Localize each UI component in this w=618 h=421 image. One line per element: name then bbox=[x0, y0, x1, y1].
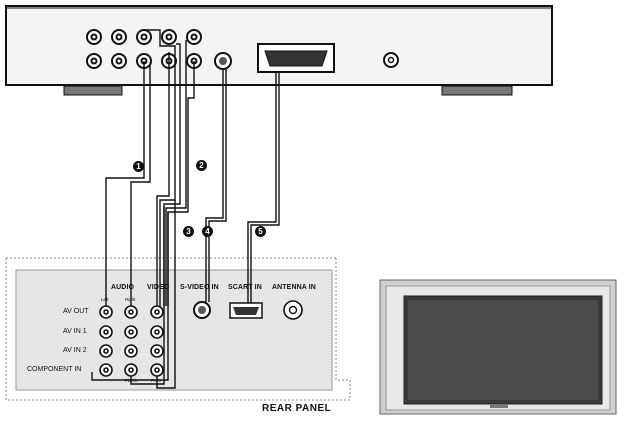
player-antenna-jack bbox=[383, 52, 399, 68]
player-svideo-jack bbox=[214, 52, 232, 70]
rear-panel-caption: REAR PANEL bbox=[262, 403, 332, 414]
television bbox=[379, 279, 617, 415]
cable-2-badge: 2 bbox=[196, 160, 207, 171]
pr-cr-label: Pr/Cr bbox=[151, 378, 162, 383]
av-in-2-label: AV IN 2 bbox=[63, 347, 87, 354]
panel-svideo-jack bbox=[193, 301, 211, 319]
cable-1 bbox=[105, 61, 151, 306]
antenna-in-header: ANTENNA IN bbox=[272, 284, 316, 291]
panel-scart-port bbox=[229, 302, 263, 319]
player-rca-jacks bbox=[86, 29, 202, 69]
cable-3-badge: 3 bbox=[183, 226, 194, 237]
component-in-label: COMPONENT IN bbox=[27, 366, 82, 373]
right-label: Right bbox=[125, 297, 136, 302]
rear-panel bbox=[5, 257, 351, 401]
cable-2-and-3 bbox=[91, 29, 195, 389]
cable-4 bbox=[205, 69, 227, 302]
av-out-label: AV OUT bbox=[63, 308, 89, 315]
panel-rca-jacks bbox=[99, 305, 164, 377]
panel-antenna-jack bbox=[283, 300, 303, 320]
left-label: Left bbox=[101, 297, 109, 302]
cable-1-badge: 1 bbox=[133, 161, 144, 172]
svideo-in-header: S-VIDEO IN bbox=[180, 284, 219, 291]
cable-5 bbox=[247, 72, 280, 303]
audio-header: AUDIO bbox=[111, 284, 135, 291]
cable-5-badge: 5 bbox=[255, 226, 266, 237]
cable-4-badge: 4 bbox=[202, 226, 213, 237]
player-scart-port bbox=[257, 43, 335, 73]
av-in-1-label: AV IN 1 bbox=[63, 328, 87, 335]
pb-cb-label: Pb/Cb bbox=[125, 378, 138, 383]
scart-in-header: SCART IN bbox=[228, 284, 262, 291]
video-header: VIDEO bbox=[147, 284, 170, 291]
